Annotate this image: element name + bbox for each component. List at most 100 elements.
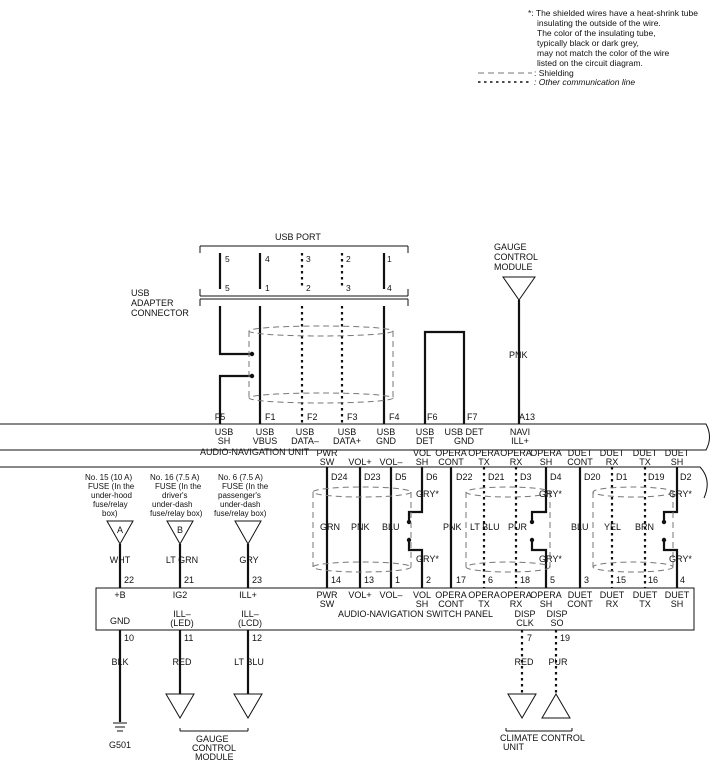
wire-color-label: BLU <box>382 522 400 532</box>
svg-text:SH: SH <box>416 599 429 609</box>
unit-pin: F7 <box>467 412 478 422</box>
svg-text:VOL: VOL <box>413 448 431 458</box>
svg-text:SW: SW <box>320 599 335 609</box>
svg-text:DISP: DISP <box>546 609 567 619</box>
svg-text:GND: GND <box>376 436 397 446</box>
svg-text:ILL+: ILL+ <box>239 590 257 600</box>
svg-text:DUET: DUET <box>568 448 593 458</box>
svg-text:UNIT: UNIT <box>503 742 524 752</box>
legend-note-line: listed on the circuit diagram. <box>537 58 643 68</box>
wire-color-label: GRY <box>239 555 258 565</box>
svg-text:OPERA: OPERA <box>468 448 500 458</box>
adapter-pin: 1 <box>265 283 270 293</box>
unit-pin: F4 <box>389 412 400 422</box>
climate-control-unit: CLIMATE CONTROL UNIT <box>500 728 585 752</box>
svg-text:FUSE (In the: FUSE (In the <box>222 482 269 491</box>
svg-text:No. 16 (7.5 A): No. 16 (7.5 A) <box>150 473 200 482</box>
svg-text:GND: GND <box>110 616 131 626</box>
switch-panel-wire-colors: GRN PNK BLU PNK LT BLU PUR BLU YEL BRN G… <box>320 489 692 564</box>
svg-text:GAUGE: GAUGE <box>196 734 229 744</box>
svg-text:CLK: CLK <box>516 618 534 628</box>
svg-text:1: 1 <box>395 575 400 585</box>
svg-text:13: 13 <box>364 575 374 585</box>
svg-text:D6: D6 <box>426 472 438 482</box>
svg-text:VOL+: VOL+ <box>348 590 371 600</box>
svg-text:3: 3 <box>584 575 589 585</box>
wire-color-label: PUR <box>548 657 568 667</box>
panel-pin: 12 <box>252 633 262 643</box>
svg-text:D23: D23 <box>364 472 381 482</box>
svg-text:No. 15 (10 A): No. 15 (10 A) <box>85 473 132 482</box>
usb-port-pin: 4 <box>265 254 270 264</box>
svg-text:USB: USB <box>416 427 435 437</box>
svg-text:TX: TX <box>639 599 651 609</box>
switch-panel-upper-signals: PWR SW VOL+ VOL– VOL SH OPERA CONT OPERA… <box>317 448 690 467</box>
svg-text:CONTROL: CONTROL <box>192 743 236 753</box>
adapter-pin: 2 <box>306 283 311 293</box>
panel-name: AUDIO-NAVIGATION SWITCH PANEL <box>338 609 493 619</box>
svg-text:USB: USB <box>338 427 357 437</box>
fuse-connectors: A B WHT LT GRN GRY 22 21 23 <box>106 520 262 588</box>
svg-text:17: 17 <box>456 575 466 585</box>
svg-text:NAVI: NAVI <box>510 427 530 437</box>
svg-text:2: 2 <box>426 575 431 585</box>
svg-text:ILL–: ILL– <box>241 609 259 619</box>
svg-text:DET: DET <box>416 436 435 446</box>
wire-color-label: YEL <box>604 522 621 532</box>
svg-text:OPERA: OPERA <box>530 590 562 600</box>
wire-color-label: RED <box>514 657 534 667</box>
usb-port-label: USB PORT <box>275 232 321 242</box>
panel-pin: 21 <box>184 575 194 585</box>
legend: *: The shielded wires have a heat-shrink… <box>478 8 698 87</box>
unit-pin: F6 <box>427 412 438 422</box>
panel-pin: 23 <box>252 575 262 585</box>
svg-text:TX: TX <box>478 599 490 609</box>
svg-text:(LED): (LED) <box>170 618 194 628</box>
svg-text:DUET: DUET <box>568 590 593 600</box>
unit-pin: A13 <box>519 412 535 422</box>
legend-note-line: *: The shielded wires have a heat-shrink… <box>528 8 698 18</box>
svg-text:FUSE (In the: FUSE (In the <box>88 482 135 491</box>
svg-text:RX: RX <box>606 599 619 609</box>
svg-text:RX: RX <box>510 457 523 467</box>
svg-text:DATA–: DATA– <box>291 436 319 446</box>
panel-pin: 7 <box>527 633 532 643</box>
legend-shielding-label: : Shielding <box>534 68 574 78</box>
svg-text:TX: TX <box>639 457 651 467</box>
legend-note-line: insulating the outside of the wire. <box>537 18 661 28</box>
svg-text:DUET: DUET <box>665 590 690 600</box>
svg-text:FUSE (In the: FUSE (In the <box>155 482 202 491</box>
svg-text:RX: RX <box>606 457 619 467</box>
svg-text:18: 18 <box>520 575 530 585</box>
svg-text:GAUGE: GAUGE <box>494 242 527 252</box>
svg-text:SH: SH <box>416 457 429 467</box>
shielded-wire-label: GRY* <box>539 489 562 499</box>
svg-text:fuse/relay: fuse/relay <box>93 500 128 509</box>
unit-signal-labels: USB SH USB VBUS USB DATA– USB DATA+ USB … <box>215 427 530 446</box>
gauge-connector-symbol <box>233 693 263 719</box>
svg-text:OPERA: OPERA <box>435 448 467 458</box>
svg-text:under-dash: under-dash <box>220 500 260 509</box>
legend-note-line: may not match the color of the wire <box>537 48 670 58</box>
wire-color-label: WHT <box>110 555 131 565</box>
svg-text:MODULE: MODULE <box>494 262 533 272</box>
unit-pin: F3 <box>347 412 358 422</box>
svg-text:SH: SH <box>540 599 553 609</box>
shielded-wire-label: GRY* <box>669 489 692 499</box>
svg-text:DUET: DUET <box>600 590 625 600</box>
fuse-connector-symbol <box>106 520 134 546</box>
svg-text:USB: USB <box>215 427 234 437</box>
audio-navigation-unit: F5 F1 F2 F3 F4 F6 F7 A13 USB SH USB VBUS… <box>0 412 710 499</box>
svg-text:(LCD): (LCD) <box>238 618 262 628</box>
svg-text:MODULE: MODULE <box>195 752 234 762</box>
usb-wires <box>218 253 466 424</box>
switch-panel-lower-wiring: 10 11 12 7 19 BLK RED LT BLU RED PUR <box>111 630 571 722</box>
climate-connector-symbol <box>541 693 571 719</box>
svg-text:ILL–: ILL– <box>173 609 191 619</box>
svg-text:USB: USB <box>377 427 396 437</box>
svg-text:under-dash: under-dash <box>152 500 192 509</box>
svg-text:USB DET: USB DET <box>444 427 484 437</box>
svg-text:VOL–: VOL– <box>379 457 402 467</box>
svg-text:D2: D2 <box>680 472 692 482</box>
svg-text:RX: RX <box>510 599 523 609</box>
